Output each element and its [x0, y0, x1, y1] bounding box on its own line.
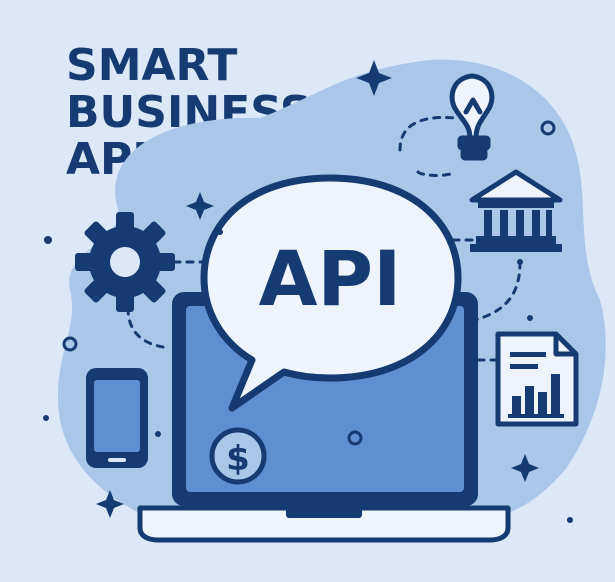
speech-bubble-icon: API — [200, 174, 462, 412]
gear-icon — [75, 212, 175, 312]
headline: SMART BUSINESS API — [66, 42, 312, 183]
headline-line-1: SMART — [66, 40, 238, 91]
dollar-coin-icon: $ — [209, 427, 267, 485]
bubble-label: API — [259, 234, 402, 323]
bank-icon — [469, 169, 563, 252]
sparkle-icon — [96, 60, 539, 518]
document-chart-icon — [495, 331, 579, 427]
decorative-dots — [43, 120, 573, 523]
svg-text:$: $ — [226, 439, 250, 479]
lightbulb-icon — [449, 73, 495, 161]
smartphone-icon — [86, 368, 148, 468]
